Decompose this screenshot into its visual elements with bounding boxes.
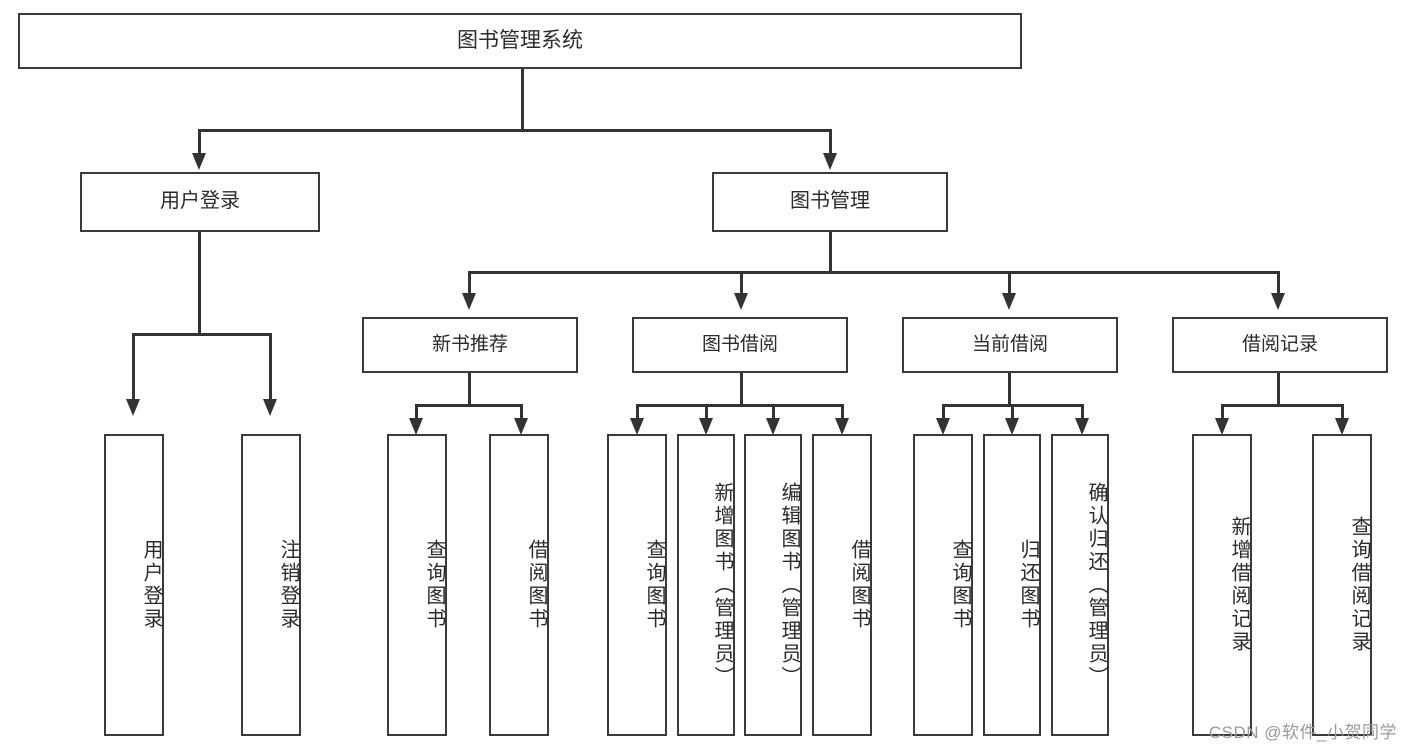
connector-user-login-leaf-1 [132, 333, 135, 401]
connector-nbr-leaf-2 [520, 404, 523, 422]
arrowhead-br-leaf-1 [1215, 418, 1229, 435]
arrowhead-bb-leaf-4 [835, 418, 849, 435]
node-label: 查询借阅记录 [1348, 516, 1370, 654]
connector-borrow-record-stem [1277, 373, 1280, 407]
node-label: 查询图书 [423, 539, 445, 631]
node-label: 查询图书 [643, 539, 665, 631]
leaf-bb-add-book-admin[interactable]: 新增图书（管理员） [677, 434, 735, 736]
connector-borrow-record-bus [1221, 404, 1343, 407]
node-current-borrow[interactable]: 当前借阅 [902, 317, 1118, 373]
connector-bb-leaf-4 [841, 404, 844, 422]
arrowhead-cb-leaf-3 [1075, 418, 1089, 435]
connector-book-borrow-bus [636, 404, 844, 407]
node-user-login[interactable]: 用户登录 [80, 172, 320, 232]
connector-br-leaf-1 [1221, 404, 1224, 422]
connector-nbr-leaf-1 [415, 404, 418, 422]
leaf-logout[interactable]: 注销登录 [241, 434, 301, 736]
node-label: 借阅图书 [848, 539, 870, 631]
connector-new-book-recommend-stem [468, 373, 471, 407]
arrowhead-bb-leaf-1 [630, 418, 644, 435]
leaf-bb-borrow-books[interactable]: 借阅图书 [812, 434, 872, 736]
node-label: 归还图书 [1017, 539, 1039, 631]
node-root-book-management-system[interactable]: 图书管理系统 [18, 13, 1022, 69]
node-label: 注销登录 [277, 539, 299, 631]
arrowhead-nbr-leaf-1 [409, 418, 423, 435]
leaf-user-login[interactable]: 用户登录 [104, 434, 164, 736]
leaf-br-query-record[interactable]: 查询借阅记录 [1312, 434, 1372, 736]
arrowhead-bb-leaf-3 [766, 418, 780, 435]
node-book-management[interactable]: 图书管理 [712, 172, 948, 232]
connector-root-bus [198, 129, 832, 132]
connector-root-to-book-management [829, 129, 832, 155]
connector-book-management-stem [829, 232, 832, 274]
connector-cb-leaf-3 [1081, 404, 1084, 422]
connector-cb-leaf-1 [942, 404, 945, 422]
node-label: 确认归还（管理员） [1085, 481, 1107, 689]
connector-cb-leaf-2 [1011, 404, 1014, 422]
connector-bb-leaf-1 [636, 404, 639, 422]
arrowhead-bb-leaf-2 [699, 418, 713, 435]
connector-bb-leaf-3 [772, 404, 775, 422]
arrowhead-to-new-book-recommend [462, 293, 476, 310]
node-label: 新书推荐 [431, 333, 508, 355]
leaf-cb-query-books[interactable]: 查询图书 [913, 434, 973, 736]
arrowhead-cb-leaf-1 [936, 418, 950, 435]
connector-root-to-user-login [198, 129, 201, 155]
arrowhead-to-book-management [823, 153, 837, 170]
connector-user-login-leaf-2 [269, 333, 272, 401]
node-label: 当前借阅 [971, 333, 1048, 355]
arrowhead-to-book-borrow [734, 293, 748, 310]
arrowhead-br-leaf-2 [1335, 418, 1349, 435]
node-label: 编辑图书（管理员） [778, 481, 800, 689]
connector-book-borrow-stem [740, 373, 743, 407]
arrowhead-nbr-leaf-2 [514, 418, 528, 435]
node-label: 新增借阅记录 [1228, 516, 1250, 654]
leaf-nbr-query-books[interactable]: 查询图书 [387, 434, 447, 736]
arrowhead-leaf-logout [263, 399, 277, 416]
connector-user-login-stem [198, 232, 201, 336]
connector-book-management-bus [468, 271, 1280, 274]
node-label: 用户登录 [140, 539, 162, 631]
connector-to-book-borrow [740, 271, 743, 295]
node-label: 借阅图书 [525, 539, 547, 631]
node-label: 用户登录 [160, 190, 240, 213]
leaf-bb-edit-book-admin[interactable]: 编辑图书（管理员） [744, 434, 802, 736]
node-label: 图书管理系统 [457, 28, 583, 52]
leaf-cb-confirm-return-admin[interactable]: 确认归还（管理员） [1051, 434, 1109, 736]
node-label: 图书借阅 [701, 333, 778, 355]
node-label: 图书管理 [790, 190, 870, 213]
connector-br-leaf-2 [1341, 404, 1344, 422]
node-book-borrow[interactable]: 图书借阅 [632, 317, 848, 373]
leaf-cb-return-books[interactable]: 归还图书 [983, 434, 1041, 736]
node-label: 新增图书（管理员） [711, 481, 733, 689]
watermark-text: CSDN @软件_小贺同学 [1208, 723, 1397, 742]
arrowhead-cb-leaf-2 [1005, 418, 1019, 435]
node-new-book-recommend[interactable]: 新书推荐 [362, 317, 578, 373]
arrowhead-to-user-login [192, 153, 206, 170]
connector-root-stem [521, 69, 524, 131]
connector-to-borrow-record [1277, 271, 1280, 295]
arrowhead-to-borrow-record [1271, 293, 1285, 310]
connector-new-book-recommend-bus [415, 404, 523, 407]
node-label: 借阅记录 [1241, 333, 1318, 355]
arrowhead-to-current-borrow [1002, 293, 1016, 310]
leaf-br-add-record[interactable]: 新增借阅记录 [1192, 434, 1252, 736]
connector-user-login-bus [132, 333, 272, 336]
connector-to-current-borrow [1008, 271, 1011, 295]
connector-current-borrow-stem [1008, 373, 1011, 407]
connector-to-new-book-recommend [468, 271, 471, 295]
leaf-bb-query-books[interactable]: 查询图书 [607, 434, 667, 736]
node-borrow-record[interactable]: 借阅记录 [1172, 317, 1388, 373]
leaf-nbr-borrow-books[interactable]: 借阅图书 [489, 434, 549, 736]
arrowhead-leaf-user-login [126, 399, 140, 416]
node-label: 查询图书 [949, 539, 971, 631]
connector-bb-leaf-2 [705, 404, 708, 422]
